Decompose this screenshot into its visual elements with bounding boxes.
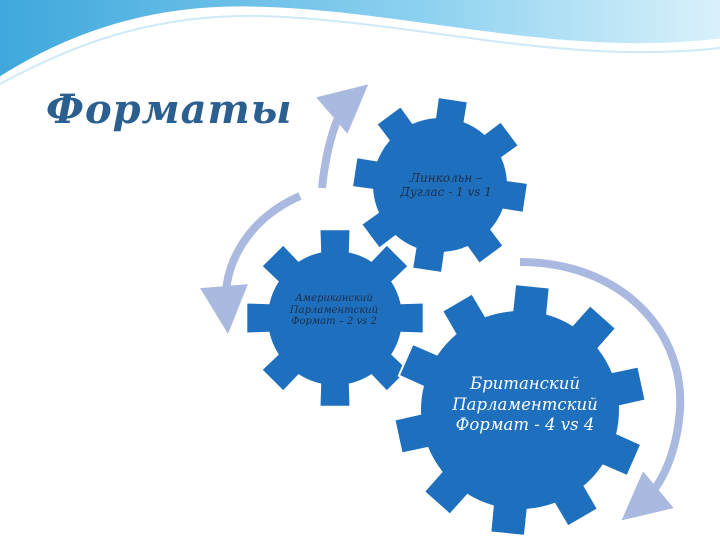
- arrow-to-top-gear: [316, 84, 369, 189]
- arrow-to-mid-gear: [200, 192, 302, 334]
- slide-title: Форматы: [46, 86, 293, 133]
- gear-label-line: Линкольн –: [410, 171, 482, 185]
- header-wave-decoration: [0, 0, 720, 85]
- gear-label-line: Формат - 4 vs 4: [455, 415, 595, 435]
- gear-label-british: Британский Парламентский Формат - 4 vs 4: [430, 374, 620, 436]
- arrow-to-big-gear: [519, 258, 685, 521]
- gear-lincoln-douglas: [350, 95, 530, 275]
- gear-label-line: Парламентский: [452, 394, 598, 414]
- gear-american: [245, 228, 425, 408]
- gear-label-line: Британский: [469, 374, 580, 393]
- gear-label-lincoln-douglas: Линкольн – Дуглас - 1 vs 1: [382, 171, 510, 200]
- gear-label-line: Парламентский: [289, 304, 379, 316]
- gear-british: [393, 283, 647, 537]
- gear-label-american: Американский Парламентский Формат – 2 vs…: [282, 293, 386, 328]
- gear-label-line: Дуглас - 1 vs 1: [400, 184, 492, 199]
- gear-label-line: Американский: [295, 293, 373, 304]
- gear-label-line: Формат – 2 vs 2: [291, 316, 377, 327]
